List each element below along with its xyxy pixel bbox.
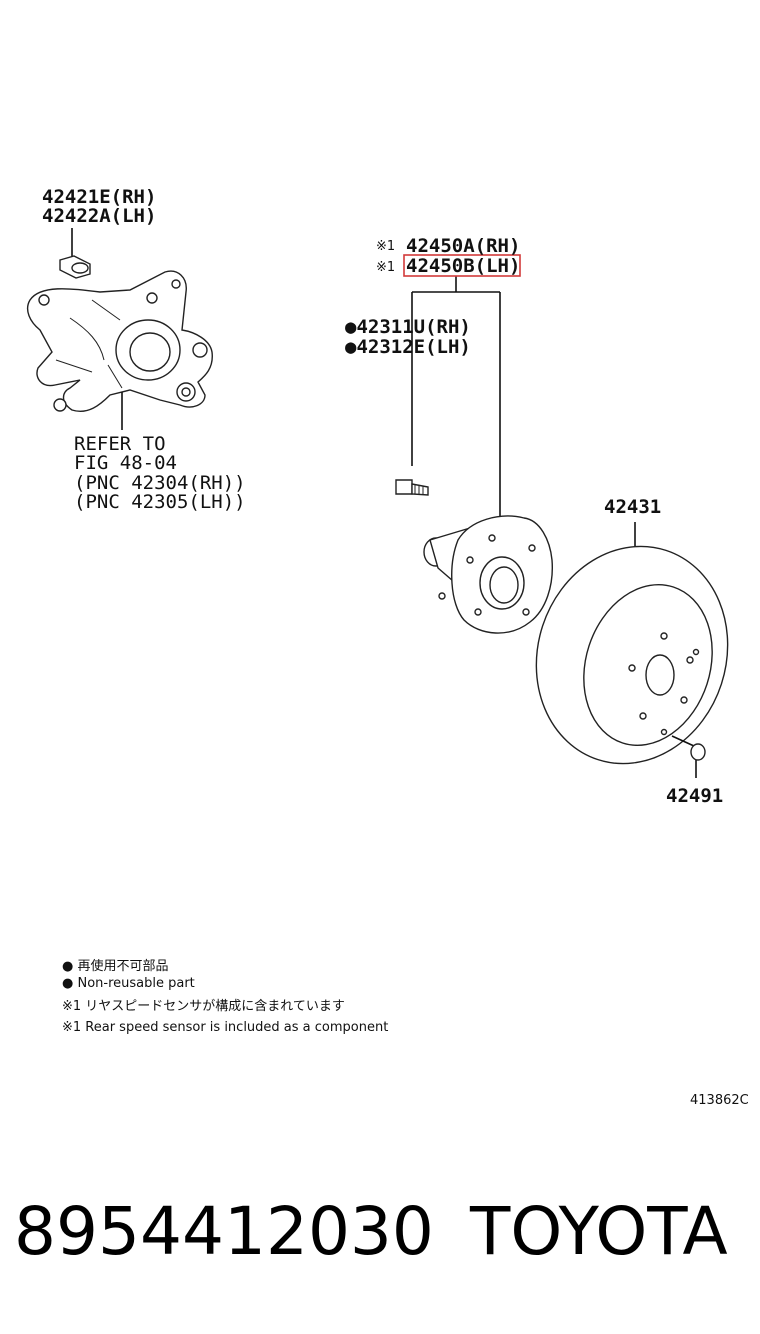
disc-label[interactable]: 42431 bbox=[604, 496, 661, 518]
footer-part-number: 8954412030 bbox=[14, 1193, 434, 1270]
knuckle-bolt-lh-label[interactable]: 42422A(LH) bbox=[42, 205, 156, 227]
brake-disc bbox=[535, 522, 729, 765]
hub-rh-mark: ※1 bbox=[376, 239, 395, 254]
legend-line-1: ● 再使用不可部品 bbox=[62, 958, 168, 974]
footer-brand: TOYOTA bbox=[469, 1193, 728, 1270]
pnc-lh-label: (PNC 42305(LH)) bbox=[74, 491, 246, 513]
hub-bolt bbox=[395, 479, 429, 496]
bolt-lh-label[interactable]: ●42312E(LH) bbox=[345, 336, 471, 358]
figure-code: 413862C bbox=[690, 1093, 749, 1108]
legend-line-2: ● Non-reusable part bbox=[62, 976, 195, 991]
bolt-rh-label[interactable]: ●42311U(RH) bbox=[345, 316, 471, 338]
legend-line-3: ※1 リヤスピードセンサが構成に含まれています bbox=[62, 998, 345, 1014]
hub-bearing-assembly bbox=[423, 515, 553, 634]
hole-plug bbox=[690, 743, 706, 778]
plug-label[interactable]: 42491 bbox=[666, 785, 723, 807]
steering-knuckle bbox=[26, 270, 213, 430]
knuckle-bolt-rh-label[interactable]: 42421E(RH) bbox=[42, 186, 156, 208]
hub-rh-label[interactable]: 42450A(RH) bbox=[406, 235, 520, 257]
hub-leader-lines bbox=[411, 276, 501, 518]
pnc-rh-label: (PNC 42304(RH)) bbox=[74, 472, 246, 494]
hub-lh-mark: ※1 bbox=[376, 260, 395, 275]
legend-line-4: ※1 Rear speed sensor is included as a co… bbox=[62, 1020, 388, 1035]
fig-label: FIG 48-04 bbox=[74, 452, 177, 474]
highlight-box bbox=[403, 254, 521, 277]
hub-lh-label[interactable]: 42450B(LH) bbox=[406, 255, 520, 277]
refer-to-label: REFER TO bbox=[74, 433, 166, 455]
knuckle-bolt bbox=[59, 228, 91, 279]
